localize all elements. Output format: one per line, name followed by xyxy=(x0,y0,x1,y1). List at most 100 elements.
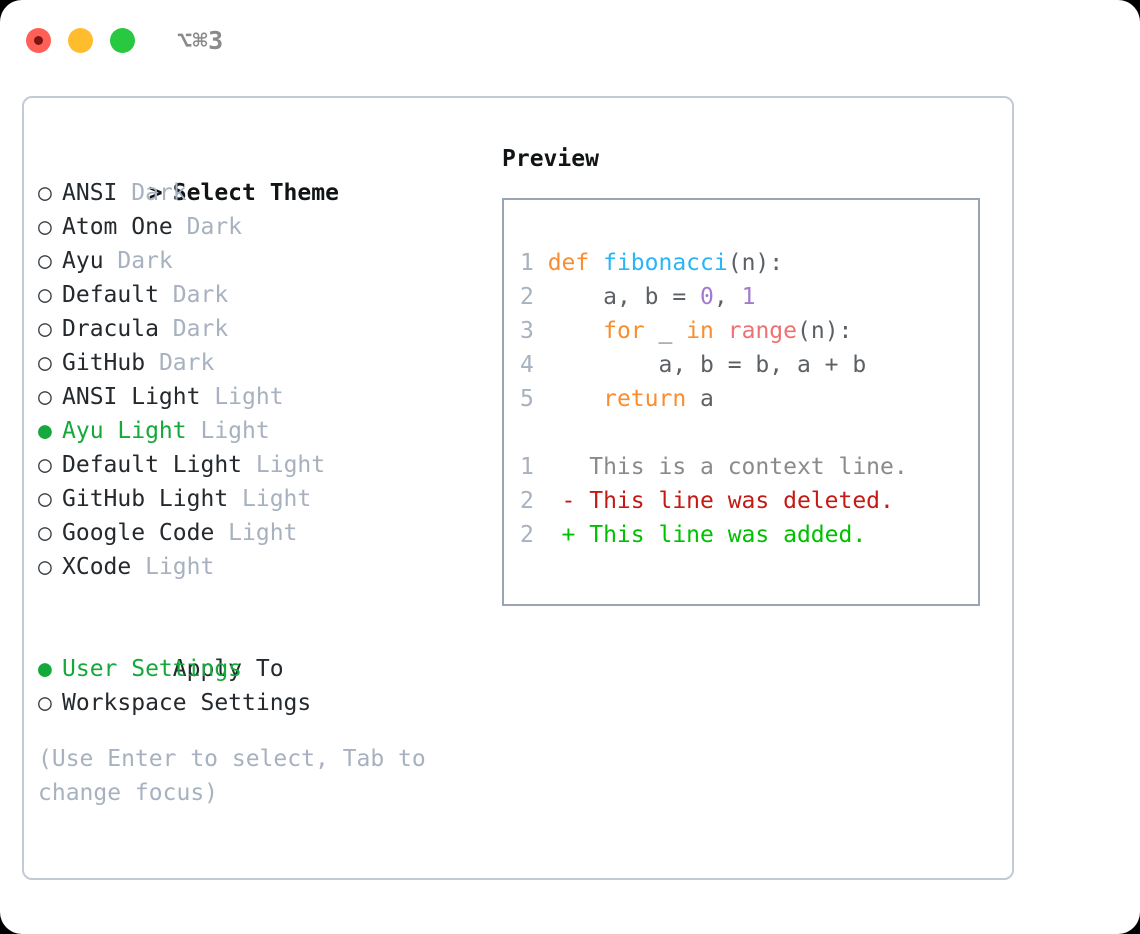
line-number: 1 xyxy=(520,454,562,480)
theme-option-type: Dark xyxy=(172,316,229,342)
line-number: 2 xyxy=(520,488,562,514)
theme-option-ayu-light[interactable]: ● Ayu Light Light xyxy=(38,414,498,448)
code-line: 3 for _ in range(n): xyxy=(520,314,978,348)
radio-unselected-icon: ○ xyxy=(38,384,52,410)
theme-option-type: Light xyxy=(228,520,298,546)
theme-option-atom-one[interactable]: ○Atom One Dark xyxy=(38,210,498,244)
select-theme-heading-label: Select Theme xyxy=(172,180,339,206)
theme-option-type: Dark xyxy=(172,282,229,308)
diff-sample: 1 This is a context line.2 - This line w… xyxy=(520,450,978,552)
radio-unselected-icon: ○ xyxy=(38,180,52,206)
code-line: 4 a, b = b, a + b xyxy=(520,348,978,382)
theme-option-ansi-light[interactable]: ○ ANSI Light Light xyxy=(38,380,498,414)
line-number: 2 xyxy=(520,522,562,548)
diff-line-del: 2 - This line was deleted. xyxy=(520,484,978,518)
theme-option-type: Light xyxy=(242,486,312,512)
radio-unselected-icon: ○ xyxy=(38,520,52,546)
theme-option-type: Light xyxy=(214,384,284,410)
theme-options-list: ○ANSI Dark○Atom One Dark○Ayu Dark○Defaul… xyxy=(38,176,498,584)
apply-to-option-user-settings[interactable]: ● User Settings xyxy=(38,652,498,686)
theme-option-label: Google Code xyxy=(62,520,229,546)
radio-selected-icon: ● xyxy=(38,418,52,444)
theme-option-type: Light xyxy=(200,418,270,444)
theme-option-type: Dark xyxy=(117,248,173,274)
radio-unselected-icon: ○ xyxy=(38,486,52,512)
keyboard-shortcut-label: ⌥⌘3 xyxy=(177,25,224,55)
keyboard-hint-text: (Use Enter to select, Tab to change focu… xyxy=(38,746,426,806)
code-token: a, b = b, a + b xyxy=(547,352,867,378)
select-theme-heading: > Select Theme xyxy=(38,142,498,206)
code-token: return xyxy=(603,386,687,412)
radio-unselected-icon: ○ xyxy=(38,452,52,478)
code-token: in xyxy=(686,318,714,344)
theme-option-label: Default Light xyxy=(62,452,256,478)
cursor-marker: > xyxy=(148,180,163,206)
code-token: a xyxy=(686,386,714,412)
apply-to-heading-label: Apply To xyxy=(172,656,284,682)
radio-unselected-icon: ○ xyxy=(38,554,52,580)
theme-option-label: Ayu xyxy=(62,248,118,274)
theme-option-label: ANSI xyxy=(62,180,132,206)
apply-to-option-workspace-settings[interactable]: ○Workspace Settings xyxy=(38,686,498,720)
theme-option-label: Ayu Light xyxy=(62,418,201,444)
diff-line-add: 2 + This line was added. xyxy=(520,518,978,552)
theme-option-label: ANSI Light xyxy=(62,384,215,410)
maximize-button[interactable] xyxy=(110,27,135,53)
theme-option-type: Light xyxy=(145,554,215,580)
line-number: 5 xyxy=(520,386,548,412)
section-spacer xyxy=(38,584,498,618)
minimize-button[interactable] xyxy=(68,27,93,53)
diff-line-text: This is a context line. xyxy=(561,454,908,480)
code-line: 5 return a xyxy=(520,382,978,416)
title-bar: ⌥⌘3 xyxy=(0,0,1140,80)
code-token xyxy=(548,318,603,344)
diff-line-text: + This line was added. xyxy=(561,522,867,548)
preview-heading: Preview xyxy=(502,146,599,172)
radio-selected-icon: ● xyxy=(38,656,52,682)
radio-unselected-icon: ○ xyxy=(38,214,52,240)
code-line: 1 def fibonacci(n): xyxy=(520,246,978,280)
theme-option-google-code[interactable]: ○ Google Code Light xyxy=(38,516,498,550)
code-line: 2 a, b = 0, 1 xyxy=(520,280,978,314)
theme-option-github-light[interactable]: ○ GitHub Light Light xyxy=(38,482,498,516)
diff-line-ctx: 1 This is a context line. xyxy=(520,450,978,484)
theme-option-type: Dark xyxy=(186,214,243,240)
code-token: a, b = xyxy=(547,284,701,310)
radio-unselected-icon: ○ xyxy=(38,350,52,376)
theme-option-default-light[interactable]: ○ Default Light Light xyxy=(38,448,498,482)
theme-option-type: Dark xyxy=(131,180,187,206)
code-token: (n): xyxy=(727,250,784,276)
code-token: fibonacci xyxy=(603,250,728,276)
theme-picker-panel: >Select Theme ○ANSI Dark○Atom One Dark○A… xyxy=(22,96,1014,880)
theme-option-type: Dark xyxy=(158,350,215,376)
code-token: 0 xyxy=(700,284,714,310)
theme-option-label: XCode xyxy=(62,554,146,580)
theme-option-label: GitHub Light xyxy=(62,486,243,512)
theme-option-ansi[interactable]: ○ ANSI Dark xyxy=(38,176,498,210)
code-token: , xyxy=(713,284,742,310)
apply-to-options-list: ● User Settings ○Workspace Settings xyxy=(38,652,498,720)
close-button[interactable] xyxy=(26,27,51,53)
line-number: 4 xyxy=(520,352,548,378)
preview-column: Preview 1 def fibonacci(n):2 a, b = 0, 1… xyxy=(502,142,1002,606)
theme-option-dracula[interactable]: ○ Dracula Dark xyxy=(38,312,498,346)
code-token: range xyxy=(727,318,797,344)
theme-option-github[interactable]: ○GitHub Dark xyxy=(38,346,498,380)
preview-spacer xyxy=(520,416,978,450)
line-number: 2 xyxy=(520,284,548,310)
apply-to-option-label: Workspace Settings xyxy=(62,690,312,716)
theme-option-label: Dracula xyxy=(62,316,173,342)
radio-unselected-icon: ○ xyxy=(38,282,52,308)
theme-option-type: Light xyxy=(255,452,326,478)
theme-option-default[interactable]: ○Default Dark xyxy=(38,278,498,312)
window-controls xyxy=(26,27,135,53)
code-token: _ xyxy=(644,318,687,344)
apply-to-option-label: User Settings xyxy=(62,656,243,682)
line-number: 3 xyxy=(520,318,548,344)
radio-unselected-icon: ○ xyxy=(38,316,52,342)
theme-option-xcode[interactable]: ○ XCode Light xyxy=(38,550,498,584)
theme-option-ayu[interactable]: ○Ayu Dark xyxy=(38,244,498,278)
